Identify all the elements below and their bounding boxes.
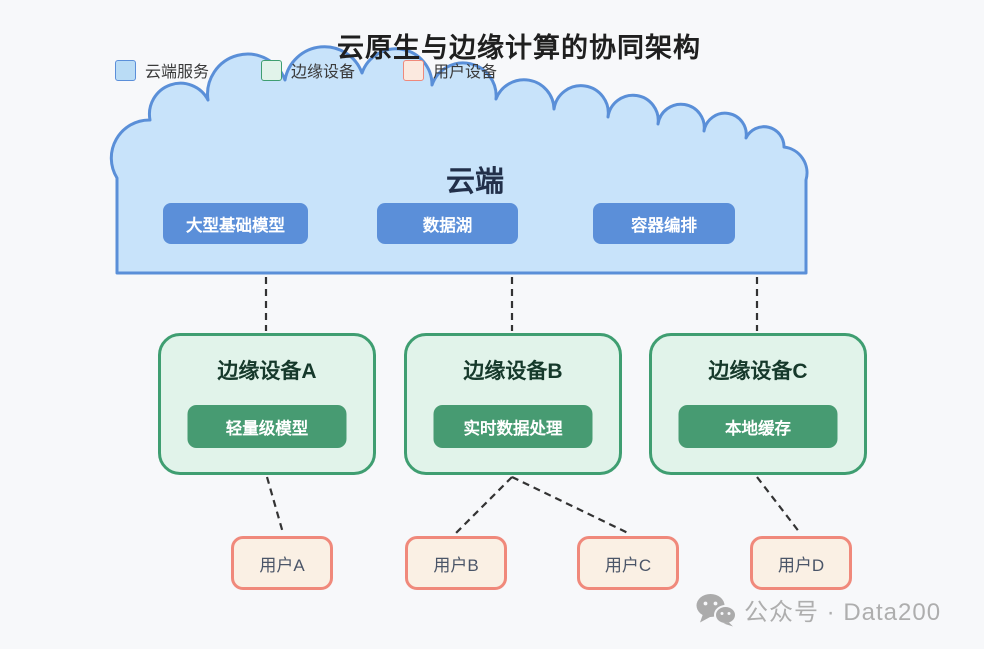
user-device-swatch-icon [403,59,424,81]
connector-edgeB-userB [455,476,513,534]
edge-device-a-title: 边缘设备A [217,360,317,383]
cloud-node-title: 云端 [445,166,504,198]
legend-label: 边缘设备 [291,64,356,81]
watermark: 公众号 · Data200 [696,592,941,627]
cloud-service-foundation-model: 大型基础模型 [163,203,308,244]
edge-device-a-node: 边缘设备A 轻量级模型 [158,333,376,475]
user-a-node: 用户A [231,536,333,590]
wechat-icon [696,593,736,626]
cloud-service-data-lake: 数据湖 [377,203,518,244]
watermark-text: 公众号 · Data200 [744,599,942,626]
edge-device-b-component: 实时数据处理 [433,405,593,448]
edge-device-b-node: 边缘设备B 实时数据处理 [404,333,622,475]
legend-item-user-device: 用户设备 [403,58,497,82]
legend-label: 用户设备 [433,64,498,81]
connector-edgeC-userD [756,476,801,534]
edge-device-c-title: 边缘设备C [708,360,808,383]
edge-device-b-title: 边缘设备B [463,360,563,383]
cloud-service-container-orchestration: 容器编排 [593,203,735,244]
connector-edgeA-userA [265,476,285,534]
user-c-node: 用户C [577,536,679,590]
cloud-service-swatch-icon [115,59,136,81]
edge-device-a-component: 轻量级模型 [187,405,347,448]
connector-edgeB-userC [511,476,629,534]
legend-label: 云端服务 [145,64,210,81]
page-title: 云原生与边缘计算的协同架构 [337,33,701,63]
user-d-node: 用户D [750,536,852,590]
edge-device-c-component: 本地缓存 [678,405,838,448]
legend-item-cloud-service: 云端服务 [115,58,209,82]
edge-device-swatch-icon [261,59,282,81]
legend-item-edge-device: 边缘设备 [261,58,355,82]
user-b-node: 用户B [405,536,507,590]
edge-device-c-node: 边缘设备C 本地缓存 [649,333,867,475]
